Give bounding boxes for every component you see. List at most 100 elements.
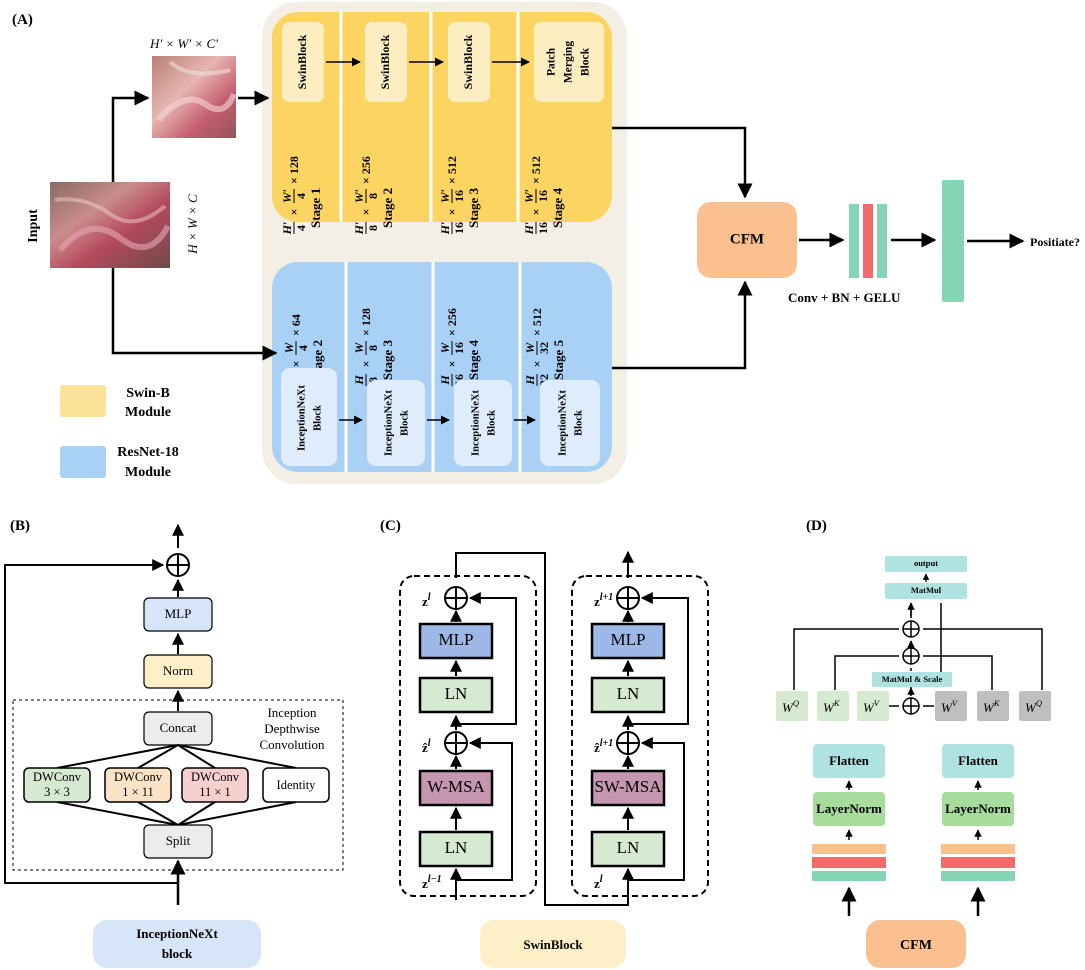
- panel-label-a: (A): [12, 12, 33, 28]
- input-image: [50, 182, 171, 268]
- svg-text:× 256: × 256: [445, 308, 459, 336]
- svg-text:× 128: × 128: [287, 156, 301, 184]
- svg-text:8: 8: [366, 345, 380, 351]
- svg-text:H: H: [523, 375, 537, 386]
- cfm-footer: CFM: [866, 920, 966, 968]
- svg-text:×: ×: [529, 209, 543, 216]
- svg-text:16: 16: [452, 190, 466, 202]
- svg-text:W: W: [438, 341, 452, 353]
- legend-swin: Swin-B Module: [60, 385, 171, 420]
- svg-text:8: 8: [366, 225, 380, 231]
- cfm-block: CFM: [697, 202, 797, 278]
- svg-text:4: 4: [294, 193, 308, 199]
- svg-text:LN: LN: [445, 684, 468, 703]
- svg-text:SwinBlock: SwinBlock: [378, 34, 392, 89]
- svg-text:×: ×: [530, 361, 544, 368]
- svg-text:W: W: [523, 341, 537, 353]
- right-ln2-box: LN: [590, 830, 666, 868]
- svg-text:WV: WV: [941, 698, 959, 715]
- svg-text:block: block: [162, 946, 193, 961]
- right-msa-box: SW-MSA: [590, 769, 666, 807]
- svg-text:Module: Module: [125, 465, 171, 480]
- svg-text:H: H: [438, 375, 452, 386]
- svg-text:Module: Module: [125, 405, 171, 420]
- left-add-top: [444, 586, 468, 610]
- svg-text:WK: WK: [823, 698, 841, 715]
- svg-text:16: 16: [536, 190, 550, 202]
- svg-text:W′: W′: [438, 189, 452, 203]
- svg-text:H: H: [352, 375, 366, 386]
- svg-text:MLP: MLP: [611, 630, 646, 649]
- matmul-scale-box: MatMul & Scale: [872, 672, 952, 687]
- svg-text:× 512: × 512: [530, 308, 544, 336]
- fc-layer: [942, 180, 964, 302]
- svg-text:× 512: × 512: [445, 156, 459, 184]
- svg-text:4: 4: [296, 345, 310, 351]
- svg-text:W′: W′: [522, 189, 536, 203]
- norm-box-b: Norm: [143, 654, 213, 689]
- right-z-hat-label: ẑl+1: [594, 738, 613, 755]
- svg-text:output: output: [914, 558, 938, 568]
- svg-text:WK: WK: [983, 698, 1001, 715]
- svg-text:Concat: Concat: [160, 720, 197, 735]
- weight-right-q: WQ: [1019, 691, 1051, 721]
- right-ln1-box: LN: [590, 676, 666, 714]
- swin-block-2: SwinBlock: [365, 22, 407, 102]
- left-ln2-box: LN: [418, 830, 494, 868]
- svg-text:×: ×: [445, 361, 459, 368]
- svg-text:CFM: CFM: [900, 938, 932, 953]
- branch-identity: Identity: [262, 767, 330, 803]
- svg-text:DWConv: DWConv: [114, 770, 163, 784]
- svg-text:× 128: × 128: [359, 308, 373, 336]
- svg-text:SwinBlock: SwinBlock: [461, 34, 475, 89]
- right-z-out-label: zl+1: [594, 592, 613, 609]
- concat-box: Concat: [143, 711, 213, 746]
- svg-text:Merging: Merging: [563, 41, 575, 83]
- patch-merging-block: Patch Merging Block: [534, 22, 604, 102]
- svg-text:×: ×: [359, 209, 373, 216]
- svg-text:SwinBlock: SwinBlock: [295, 34, 309, 89]
- svg-text:16: 16: [536, 222, 550, 234]
- svg-text:11 × 1: 11 × 1: [199, 785, 231, 799]
- flatten-label-right: Flatten: [958, 753, 998, 768]
- svg-text:× 512: × 512: [529, 156, 543, 184]
- svg-text:MLP: MLP: [439, 630, 474, 649]
- svg-text:32: 32: [537, 342, 551, 354]
- swin-block-1: SwinBlock: [282, 22, 324, 102]
- svg-text:InceptionNeXt: InceptionNeXt: [383, 390, 394, 456]
- split-box: Split: [143, 824, 213, 859]
- svg-text:Stage 5: Stage 5: [551, 339, 566, 380]
- output-label: Positiate?: [1030, 235, 1080, 249]
- left-z-hat-label: ẑl: [422, 738, 431, 755]
- svg-text:MLP: MLP: [165, 606, 192, 621]
- svg-text:WQ: WQ: [782, 698, 799, 715]
- branch-dwconv-1x11: DWConv 1 × 11: [104, 767, 172, 803]
- add-circle-top: [902, 620, 920, 638]
- svg-text:H′: H′: [280, 222, 294, 236]
- input-label: Input: [26, 209, 41, 243]
- svg-text:Stage 1: Stage 1: [308, 188, 323, 228]
- conv-bn-gelu-stack: [849, 204, 887, 278]
- svg-text:WQ: WQ: [1025, 698, 1042, 715]
- svg-text:H′: H′: [352, 222, 366, 236]
- svg-text:H′: H′: [438, 222, 452, 236]
- input-dims: H × W × C: [185, 194, 200, 255]
- inceptionnext-footer: InceptionNeXt block: [93, 920, 261, 968]
- svg-text:MatMul & Scale: MatMul & Scale: [882, 674, 943, 684]
- branch-dwconv-3x3: DWConv 3 × 3: [23, 767, 91, 803]
- swinblock-footer: SwinBlock: [480, 920, 626, 968]
- svg-text:Patch: Patch: [546, 47, 558, 76]
- svg-text:Block: Block: [580, 47, 592, 76]
- svg-text:× 64: × 64: [289, 314, 303, 336]
- svg-text:DWConv: DWConv: [191, 770, 240, 784]
- svg-text:W′: W′: [352, 189, 366, 203]
- svg-text:WV: WV: [863, 698, 881, 715]
- dw-caption-1: Inception: [267, 705, 317, 720]
